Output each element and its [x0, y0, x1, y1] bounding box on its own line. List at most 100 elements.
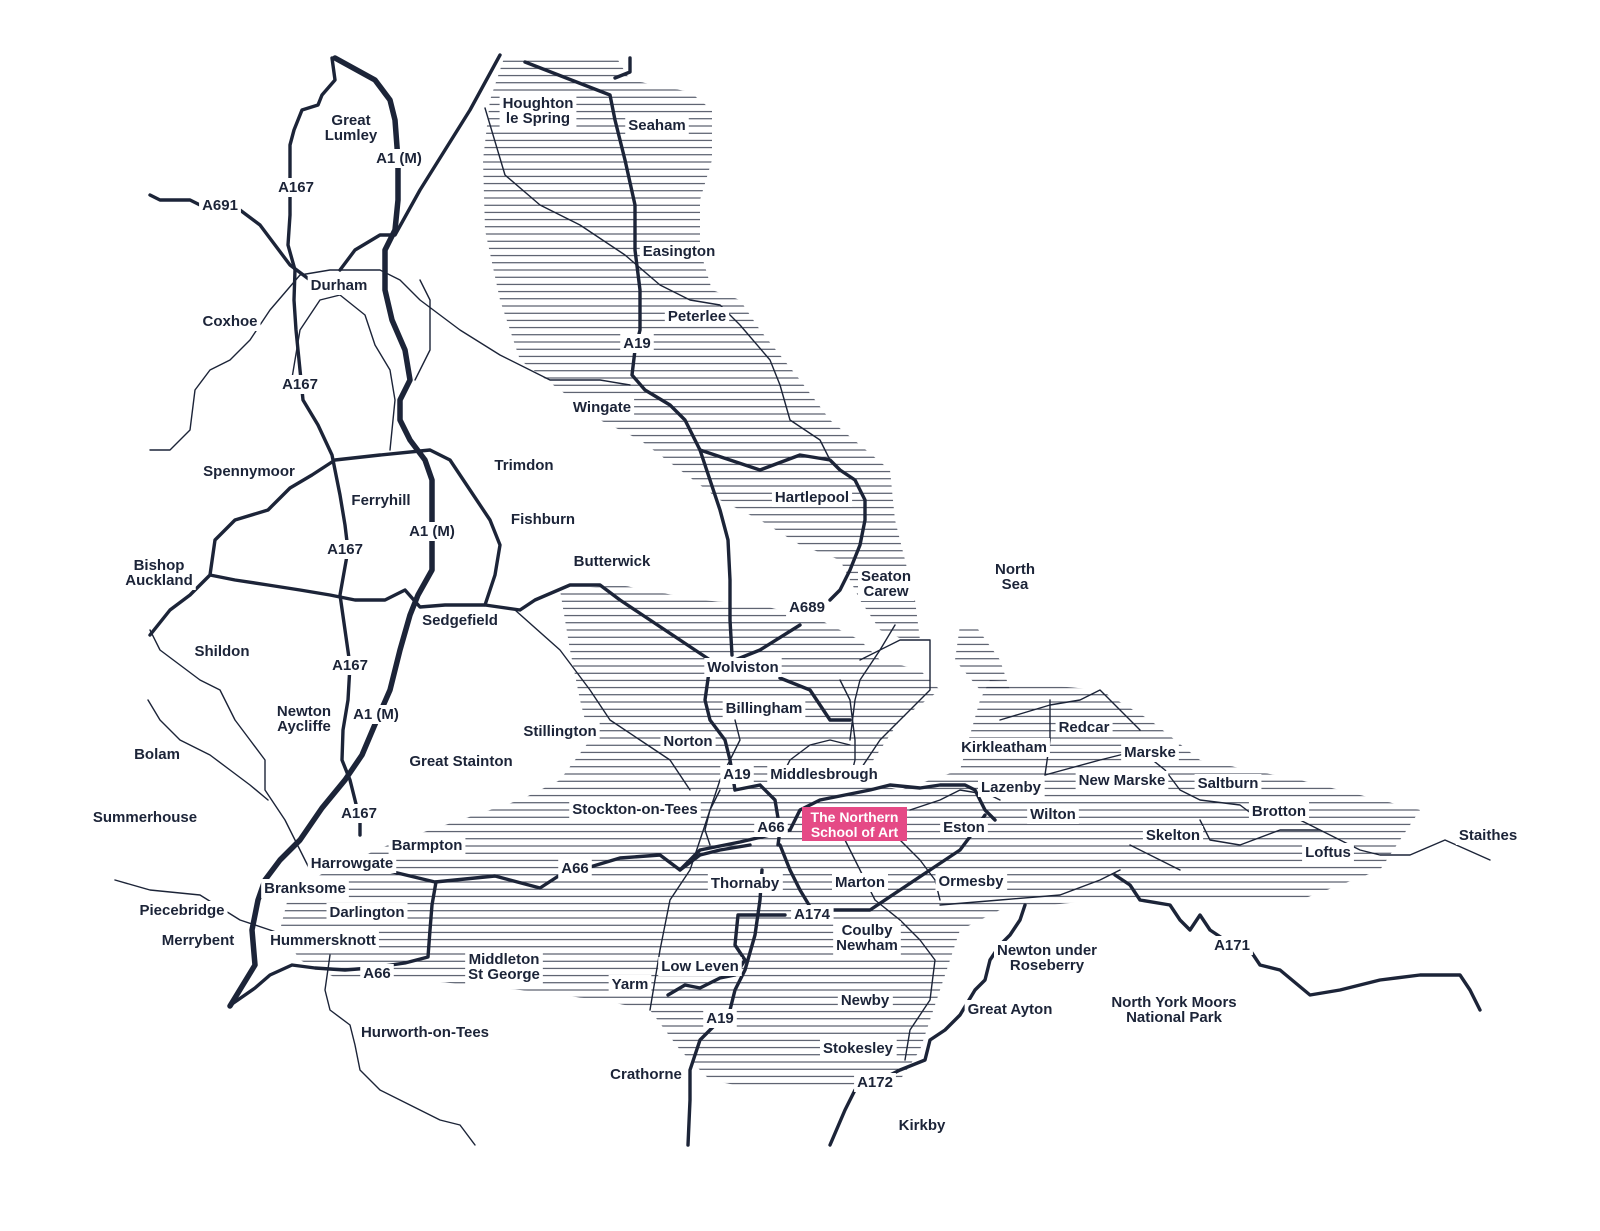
label-hurworth-on-tees: Hurworth-on-Tees: [357, 1023, 493, 1042]
label-text: Billingham: [726, 700, 803, 717]
label-new-marske: New Marske: [1075, 771, 1169, 790]
label-summerhouse: Summerhouse: [89, 808, 201, 827]
label-background: [419, 611, 501, 630]
label-a167-1: A167: [275, 178, 317, 197]
label-brotton: Brotton: [1248, 802, 1310, 821]
label-a1m-2: A1 (M): [406, 522, 458, 541]
label-background: [958, 738, 1050, 757]
label-background: [704, 658, 782, 677]
label-background: [664, 307, 730, 326]
label-text: Roseberry: [1010, 957, 1085, 974]
label-hartlepool: Hartlepool: [771, 488, 853, 507]
label-a1m-1: A1 (M): [373, 149, 425, 168]
label-text: Redcar: [1059, 719, 1110, 736]
label-newby: Newby: [837, 991, 893, 1010]
label-text: Marske: [1124, 744, 1176, 761]
label-a174: A174: [791, 905, 834, 924]
label-text: A689: [789, 599, 825, 616]
label-background: [837, 991, 893, 1010]
label-branksome: Branksome: [261, 879, 349, 898]
label-middlesbrough: Middlesbrough: [767, 765, 881, 784]
label-piecebridge: Piecebridge: [136, 901, 228, 920]
label-background: [89, 808, 201, 827]
label-lazenby: Lazenby: [977, 778, 1045, 797]
label-background: [275, 178, 317, 197]
label-text: Hartlepool: [775, 489, 849, 506]
label-background: [569, 800, 701, 819]
label-text: Ormesby: [938, 873, 1004, 890]
label-background: [992, 560, 1038, 594]
label-text: Middleton: [469, 951, 540, 968]
label-background: [832, 873, 888, 892]
label-background: [326, 903, 408, 922]
label-marske: Marske: [1121, 743, 1179, 762]
label-text: A167: [282, 376, 318, 393]
label-text: Staithes: [1459, 827, 1517, 844]
label-background: [329, 656, 371, 675]
label-text: Sea: [1002, 576, 1029, 593]
label-bolam: Bolam: [131, 745, 183, 764]
label-easington: Easington: [639, 242, 719, 261]
label-background: [570, 552, 654, 571]
label-text: A172: [857, 1074, 893, 1091]
label-text: A1 (M): [409, 523, 455, 540]
label-thornaby: Thornaby: [707, 874, 783, 893]
label-text: A167: [278, 179, 314, 196]
label-text: Spennymoor: [203, 463, 295, 480]
label-background: [267, 931, 379, 950]
label-background: [786, 598, 828, 617]
label-ormesby: Ormesby: [935, 872, 1008, 891]
label-text: Ferryhill: [351, 492, 410, 509]
label-background: [833, 921, 901, 955]
label-stockton-on-tees: Stockton-on-Tees: [569, 800, 701, 819]
label-background: [338, 804, 380, 823]
label-background: [131, 745, 183, 764]
label-background: [158, 931, 238, 950]
label-background: [491, 456, 557, 475]
label-text: Newton under: [997, 942, 1097, 959]
label-background: [307, 276, 371, 295]
label-background: [722, 699, 806, 718]
label-background: [520, 722, 600, 741]
label-loftus: Loftus: [1302, 843, 1354, 862]
label-trimdon: Trimdon: [491, 456, 557, 475]
label-wolviston: Wolviston: [704, 658, 782, 677]
label-a66-3: A66: [360, 964, 394, 983]
label-background: [191, 642, 253, 661]
label-text: A66: [561, 860, 589, 877]
school-marker[interactable]: The Northern School of Art: [802, 807, 907, 841]
label-a171: A171: [1211, 936, 1253, 955]
label-text: Brotton: [1252, 803, 1306, 820]
label-background: [620, 334, 654, 353]
label-text: A19: [706, 1010, 734, 1027]
label-text: Merrybent: [162, 932, 235, 949]
label-background: [465, 950, 543, 984]
label-text: Seaton: [861, 568, 911, 585]
label-background: [1027, 805, 1079, 824]
label-text: Durham: [311, 277, 368, 294]
label-background: [658, 957, 742, 976]
label-background: [558, 859, 592, 878]
label-background: [307, 854, 397, 873]
label-text: Peterlee: [668, 308, 726, 325]
label-barmpton: Barmpton: [388, 836, 466, 855]
hatched-area-redcar-point: [955, 625, 1010, 690]
label-background: [771, 488, 853, 507]
label-text: Piecebridge: [139, 902, 224, 919]
label-background: [754, 818, 788, 837]
label-text: Stockton-on-Tees: [572, 801, 698, 818]
label-text: Stokesley: [823, 1040, 894, 1057]
label-text: Loftus: [1305, 844, 1351, 861]
label-stokesley: Stokesley: [819, 1039, 897, 1058]
label-a1m-3: A1 (M): [350, 705, 402, 724]
label-skelton: Skelton: [1142, 826, 1204, 845]
label-background: [607, 1065, 685, 1084]
label-a691: A691: [199, 196, 241, 215]
label-text: Auckland: [125, 572, 193, 589]
label-a66-1: A66: [754, 818, 788, 837]
label-coxhoe: Coxhoe: [199, 312, 261, 331]
label-background: [373, 149, 425, 168]
